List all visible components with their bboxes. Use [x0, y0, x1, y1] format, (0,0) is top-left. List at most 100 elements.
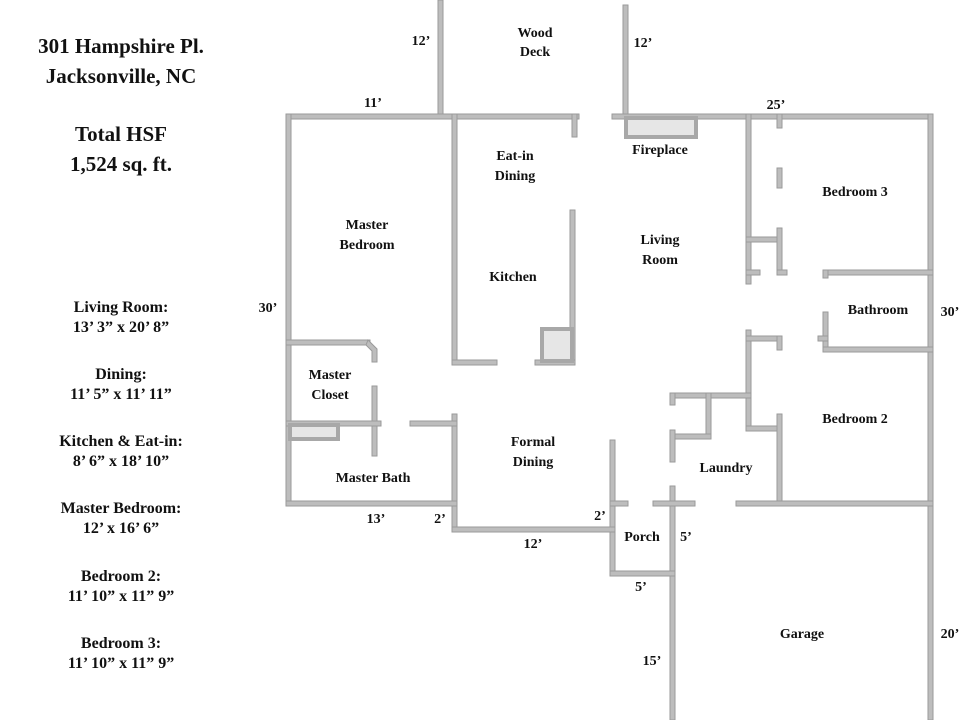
- dim-right-side: 30’: [941, 305, 960, 320]
- wall: [285, 113, 580, 120]
- total-block: Total HSF 1,524 sq. ft.: [0, 119, 242, 179]
- wall: [745, 425, 782, 432]
- room-size-value: 8’ 6” x 18’ 10”: [72, 453, 170, 470]
- room-fireplace: Fireplace: [632, 143, 688, 158]
- room-size-name: Bedroom 2:: [80, 568, 162, 585]
- wall: [776, 113, 783, 129]
- dim-bottom-2: 2’: [434, 512, 446, 527]
- wall: [437, 0, 444, 119]
- wall: [669, 433, 712, 440]
- room-size-value: 13’ 3” x 20’ 8”: [72, 319, 170, 336]
- room-size-bedroom2: Bedroom 2: 11’ 10” x 11” 9”: [0, 567, 242, 607]
- wall: [669, 429, 676, 463]
- wall: [776, 227, 783, 276]
- wall: [822, 269, 829, 279]
- wall: [822, 269, 934, 276]
- wall: [745, 329, 752, 431]
- dim-bottom-12: 12’: [524, 537, 543, 552]
- dim-porch-right-5: 5’: [680, 530, 692, 545]
- dim-garage-15: 15’: [643, 654, 662, 669]
- wall: [669, 392, 676, 406]
- wall: [451, 526, 616, 533]
- dim-porch-bottom-5: 5’: [635, 580, 647, 595]
- dim-porch-2: 2’: [594, 509, 606, 524]
- master-tub: [288, 423, 340, 441]
- wall: [745, 269, 761, 276]
- wall: [451, 413, 458, 533]
- room-size-value: 12’ x 16’ 6”: [82, 520, 160, 537]
- wall: [451, 113, 458, 366]
- total-label: Total HSF: [75, 122, 167, 146]
- room-size-living: Living Room: 13’ 3” x 20’ 8”: [0, 298, 242, 338]
- address-line2: Jacksonville, NC: [45, 64, 197, 88]
- wall: [622, 4, 629, 119]
- room-size-name: Kitchen & Eat-in:: [59, 433, 183, 450]
- room-bedroom2: Bedroom 2: [822, 412, 887, 427]
- room-laundry: Laundry: [700, 461, 753, 476]
- wall: [669, 485, 676, 720]
- fireplace-hearth: [624, 116, 698, 139]
- wall: [409, 420, 458, 427]
- wall: [609, 500, 629, 507]
- kitchen-pantry: [540, 327, 574, 363]
- dim-deck-left: 12’: [412, 34, 431, 49]
- walls: [285, 0, 934, 720]
- wall: [365, 339, 378, 363]
- room-master-bath: Master Bath: [336, 471, 411, 486]
- room-size-value: 11’ 10” x 11” 9”: [67, 588, 175, 605]
- room-size-value: 11’ 5” x 11’ 11”: [70, 386, 172, 403]
- room-garage: Garage: [780, 627, 824, 642]
- wall: [285, 500, 458, 507]
- wall: [609, 570, 676, 577]
- dim-bottom-13: 13’: [367, 512, 386, 527]
- address-block: 301 Hampshire Pl. Jacksonville, NC: [0, 31, 242, 91]
- dimension-labels: 12’ 12’ 11’ 25’ 30’ 30’ 13’ 2’ 12’ 2’ 5’…: [259, 34, 960, 669]
- wall: [776, 413, 783, 505]
- wall: [451, 359, 498, 366]
- wall: [652, 500, 696, 507]
- wall: [745, 113, 752, 285]
- wall: [745, 236, 779, 243]
- wall: [927, 113, 934, 720]
- room-bedroom3: Bedroom 3: [822, 185, 887, 200]
- wall: [609, 439, 616, 577]
- wall: [285, 113, 292, 507]
- wall: [745, 335, 782, 342]
- dim-deck-right: 12’: [634, 36, 653, 51]
- address-line1: 301 Hampshire Pl.: [38, 34, 204, 58]
- wall: [776, 269, 788, 276]
- total-value: 1,524 sq. ft.: [69, 152, 173, 176]
- room-size-kitchen: Kitchen & Eat-in: 8’ 6” x 18’ 10”: [0, 432, 242, 472]
- dim-top-left: 11’: [364, 96, 382, 111]
- dim-top-right: 25’: [767, 98, 786, 113]
- room-size-master-bedroom: Master Bedroom: 12’ x 16’ 6”: [0, 499, 242, 539]
- room-porch: Porch: [624, 530, 660, 545]
- wall: [822, 311, 829, 353]
- wall: [571, 113, 578, 138]
- wall: [822, 346, 934, 353]
- wall: [817, 335, 829, 342]
- room-size-dining: Dining: 11’ 5” x 11’ 11”: [0, 365, 242, 405]
- wall: [735, 500, 934, 507]
- room-size-name: Living Room:: [73, 299, 169, 316]
- dim-garage-20: 20’: [941, 627, 960, 642]
- wall: [285, 339, 371, 346]
- room-size-bedroom3: Bedroom 3: 11’ 10” x 11” 9”: [0, 634, 242, 674]
- room-size-name: Dining:: [95, 366, 147, 383]
- wall: [776, 167, 783, 189]
- wall: [776, 335, 783, 351]
- room-bathroom: Bathroom: [848, 303, 909, 318]
- room-kitchen: Kitchen: [489, 270, 537, 285]
- room-size-value: 11’ 10” x 11” 9”: [67, 655, 175, 672]
- room-size-name: Bedroom 3:: [80, 635, 162, 652]
- dim-left-side: 30’: [259, 301, 278, 316]
- wall: [705, 392, 712, 440]
- room-size-name: Master Bedroom:: [60, 500, 182, 517]
